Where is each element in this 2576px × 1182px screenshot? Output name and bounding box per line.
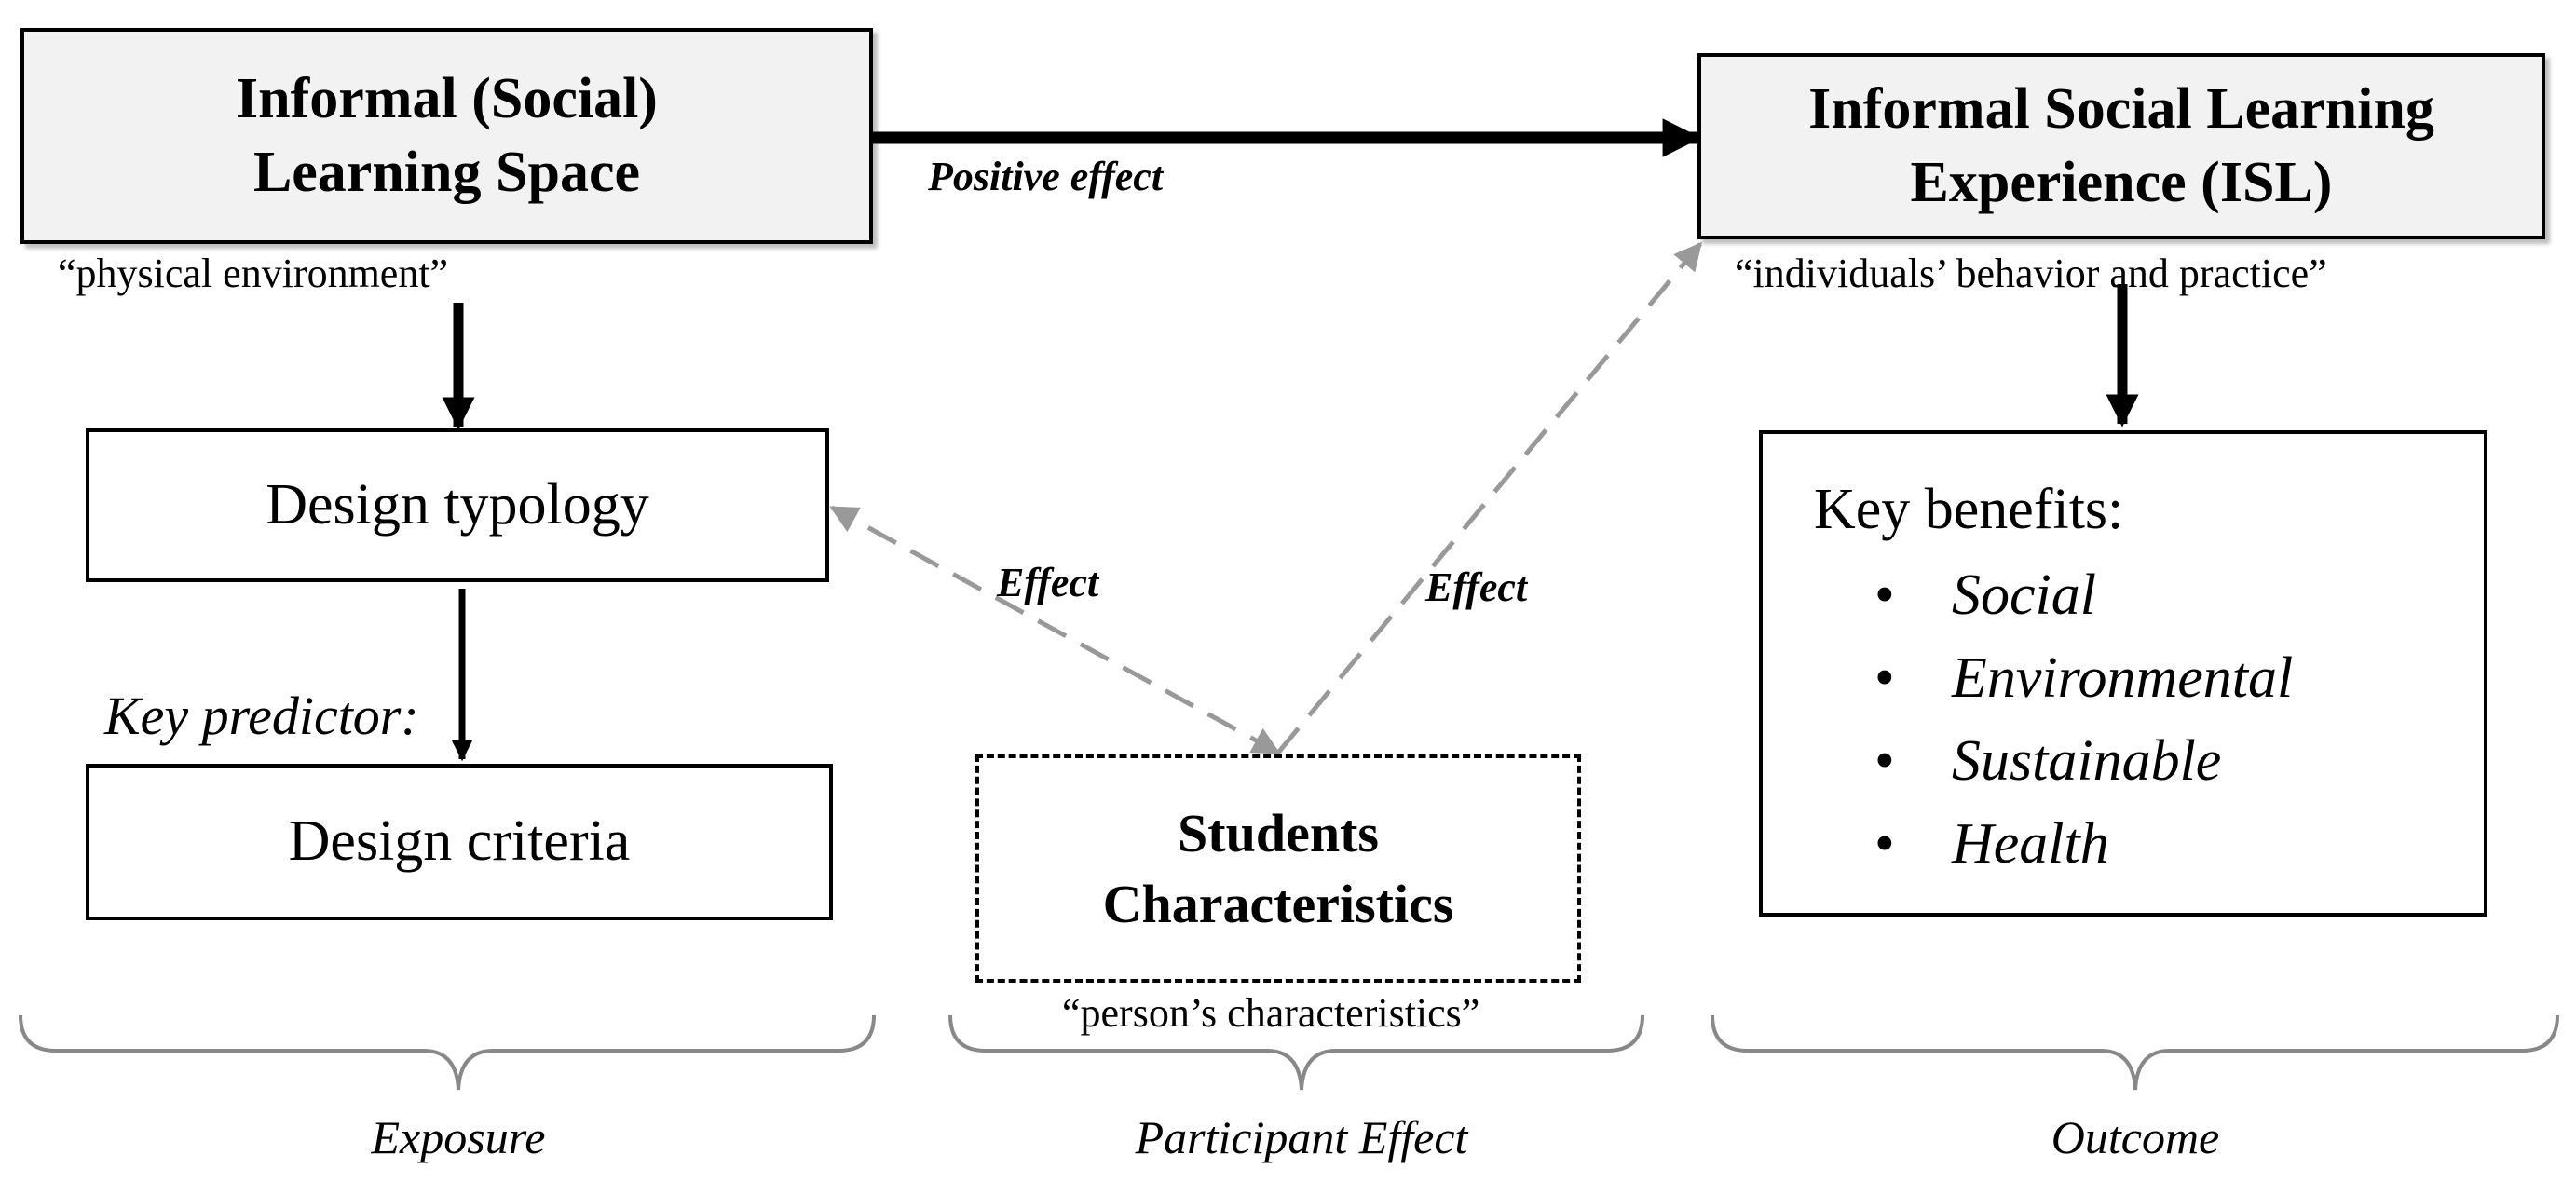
students-characteristics-line2: Characteristics [1102,873,1454,934]
design-criteria-label: Design criteria [288,809,631,874]
dashed-arrow-to-typology [829,505,1281,755]
exposure-brace [19,1014,876,1091]
design-criteria-box: Design criteria [86,764,833,920]
benefit-item-sustainable: Sustainable [1814,720,2484,803]
positive-effect-label: Positive effect [928,154,1164,199]
informal-learning-space-line2: Learning Space [252,141,641,204]
outcome-brace [1711,1014,2559,1091]
isl-experience-box: Informal Social Learning Experience (ISL… [1697,53,2545,239]
isl-experience-line2: Experience (ISL) [1910,151,2333,214]
exposure-section-label: Exposure [371,1111,546,1163]
students-characteristics-line1: Students [1178,803,1379,864]
effect-label-typology: Effect [997,560,1099,605]
outcome-section-label: Outcome [2051,1111,2220,1163]
benefit-item-health: Health [1814,803,2484,886]
key-predictor-label: Key predictor: [104,686,419,746]
design-typology-label: Design typology [266,472,649,537]
key-benefits-title: Key benefits: [1814,478,2124,541]
benefit-item-environmental: Environmental [1814,637,2484,720]
effect-label-isl: Effect [1425,564,1528,610]
isl-experience-line1: Informal Social Learning [1808,76,2434,141]
persons-characteristics-caption: “person’s characteristics” [1062,990,1480,1036]
physical-environment-caption: “physical environment” [58,251,449,296]
students-characteristics-box: Students Characteristics [975,754,1581,983]
dashed-arrow-to-isl [1276,241,1702,754]
key-benefits-box: Key benefits: Social Environmental Susta… [1759,430,2487,917]
informal-learning-space-box: Informal (Social) Learning Space [20,28,873,244]
benefit-item-social: Social [1814,554,2484,637]
key-benefits-list: Social Environmental Sustainable Health [1814,554,2484,886]
individuals-behavior-caption: “individuals’ behavior and practice” [1735,251,2327,296]
informal-learning-space-line1: Informal (Social) [236,66,658,130]
design-typology-box: Design typology [86,428,829,582]
participant-effect-section-label: Participant Effect [1135,1111,1468,1163]
participant-effect-brace [948,1014,1644,1091]
